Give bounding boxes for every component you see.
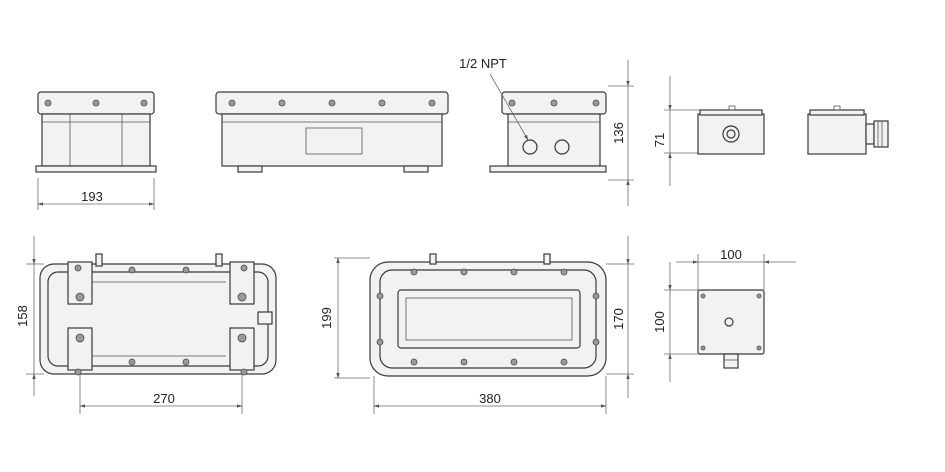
end-view-left (35, 91, 157, 173)
nameplate (305, 127, 363, 155)
cable-gland (723, 353, 739, 369)
viewing-window (397, 289, 581, 349)
dim-label: 199 (319, 307, 334, 329)
junction-box-body (697, 289, 765, 355)
dim-junction-box-width: 100 (676, 247, 796, 290)
cable-gland (257, 311, 273, 325)
bolt (75, 333, 85, 343)
bolt (140, 99, 148, 107)
bolt (550, 99, 558, 107)
end-view-right (489, 91, 607, 173)
thread-label: 1/2 NPT (459, 56, 507, 71)
dim-side-view-height: 136 (608, 60, 634, 206)
junction-box-cover (699, 109, 763, 116)
cable-entry (554, 139, 570, 155)
dim-label: 193 (81, 189, 103, 204)
junction-box-body (807, 113, 867, 155)
dim-overall-length: 380 (373, 376, 607, 414)
dim-top-view-height: 158 (15, 236, 44, 396)
dim-junction-box-depth: 100 (652, 262, 698, 382)
cable-entry (522, 139, 538, 155)
mounting-foot (35, 165, 157, 173)
dim-label: 100 (720, 247, 742, 262)
npt-callout: 1/2 NPT (459, 56, 529, 141)
junction-box-plan (697, 289, 765, 369)
bolt (92, 99, 100, 107)
bolt (75, 292, 85, 302)
cable-gland (873, 120, 889, 148)
enclosure-body (221, 113, 443, 167)
bolt (328, 99, 336, 107)
junction-box-cover (809, 109, 865, 116)
dim-junction-box-height: 71 (652, 76, 700, 186)
dim-window-view-height: 199 (319, 257, 370, 379)
mounting-foot (237, 165, 263, 173)
mounting-foot (403, 165, 429, 173)
window-view (369, 253, 607, 377)
enclosure-body (41, 113, 151, 167)
dim-label: 136 (611, 122, 626, 144)
bolt (237, 292, 247, 302)
dim-label: 170 (611, 308, 626, 330)
front-view (215, 91, 449, 173)
mounting-foot (489, 165, 607, 173)
dim-label: 380 (479, 391, 501, 406)
bolt (428, 99, 436, 107)
cable-gland (865, 123, 875, 145)
bolt (592, 99, 600, 107)
dim-label: 158 (15, 305, 30, 327)
bolt (237, 333, 247, 343)
enclosure-outline (39, 263, 277, 375)
dim-window-height: 170 (606, 236, 634, 398)
cover-screw (724, 317, 734, 327)
dim-mount-spacing: 270 (79, 374, 243, 414)
dim-label: 270 (153, 391, 175, 406)
junction-box-side (807, 105, 889, 155)
cable-entry (722, 125, 740, 143)
top-view (39, 253, 277, 376)
dim-label: 100 (652, 311, 667, 333)
bolt (508, 99, 516, 107)
bolt (228, 99, 236, 107)
dim-label: 71 (652, 133, 667, 147)
bolt (44, 99, 52, 107)
bolt (378, 99, 386, 107)
bolt (278, 99, 286, 107)
junction-box-front (697, 105, 765, 155)
junction-box-body (697, 113, 765, 155)
dim-side-view-width: 193 (37, 178, 155, 210)
